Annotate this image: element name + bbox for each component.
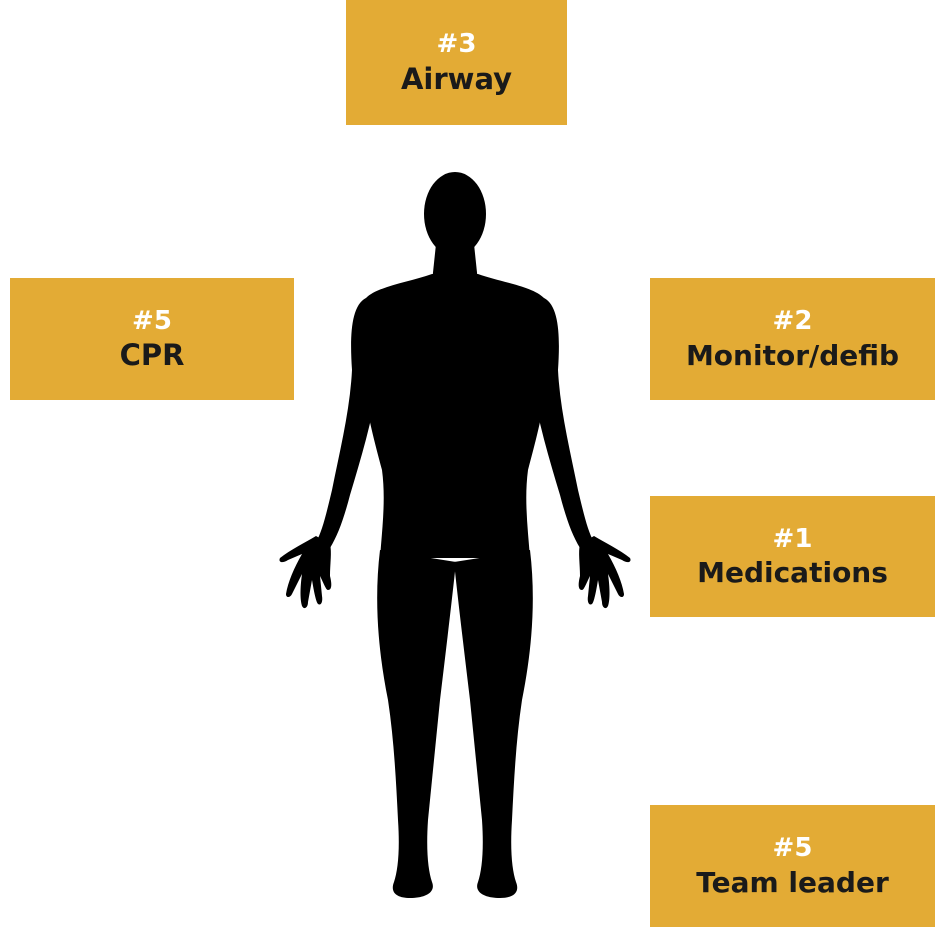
- role-box-team-leader: #5 Team leader: [650, 805, 935, 927]
- role-label: Airway: [401, 61, 512, 97]
- role-label: Medications: [697, 555, 888, 590]
- role-box-airway: #3 Airway: [346, 0, 567, 125]
- role-label: CPR: [120, 337, 185, 373]
- role-number: #2: [773, 305, 813, 338]
- role-number: #5: [132, 305, 172, 338]
- role-number: #1: [773, 523, 813, 556]
- role-number: #3: [437, 28, 477, 61]
- role-label: Monitor/defib: [686, 338, 899, 373]
- human-silhouette-icon: [270, 170, 640, 910]
- role-box-cpr: #5 CPR: [10, 278, 294, 400]
- role-box-monitor-defib: #2 Monitor/defib: [650, 278, 935, 400]
- role-number: #5: [773, 832, 813, 865]
- role-box-medications: #1 Medications: [650, 496, 935, 617]
- role-label: Team leader: [696, 865, 889, 900]
